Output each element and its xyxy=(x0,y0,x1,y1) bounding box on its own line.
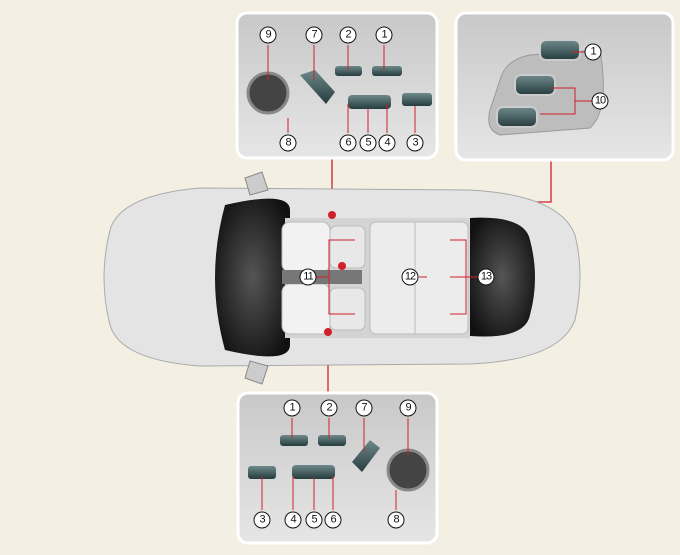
label-3: 3 xyxy=(406,134,424,152)
label-2: 2 xyxy=(320,399,338,417)
bottom-seat-control-panel xyxy=(236,391,439,545)
label-9: 9 xyxy=(259,26,277,44)
label-7: 7 xyxy=(305,26,323,44)
label-4: 4 xyxy=(284,511,302,529)
label-12: 12 xyxy=(401,268,419,286)
label-6: 6 xyxy=(339,134,357,152)
label-8: 8 xyxy=(279,134,297,152)
label-5: 5 xyxy=(359,134,377,152)
rear-window xyxy=(470,217,535,337)
top-right-seat-control-panel xyxy=(454,11,675,162)
label-5: 5 xyxy=(305,511,323,529)
label-10: 10 xyxy=(591,92,609,110)
label-8: 8 xyxy=(387,511,405,529)
left-mirror xyxy=(244,171,269,196)
label-11: 11 xyxy=(299,268,317,286)
label-4: 4 xyxy=(378,134,396,152)
label-7: 7 xyxy=(355,399,373,417)
top-left-seat-control-panel xyxy=(235,11,439,160)
label-3: 3 xyxy=(253,511,271,529)
label-1: 1 xyxy=(375,26,393,44)
label-9: 9 xyxy=(399,399,417,417)
right-mirror xyxy=(244,360,269,385)
windshield xyxy=(215,198,290,357)
passenger-seat xyxy=(281,283,331,335)
driver-seat xyxy=(281,221,331,273)
label-6: 6 xyxy=(324,511,342,529)
label-1: 1 xyxy=(584,43,602,61)
label-13: 13 xyxy=(477,268,495,286)
label-1: 1 xyxy=(283,399,301,417)
rear-seat xyxy=(369,221,469,335)
label-2: 2 xyxy=(339,26,357,44)
car-top-view xyxy=(103,171,581,385)
